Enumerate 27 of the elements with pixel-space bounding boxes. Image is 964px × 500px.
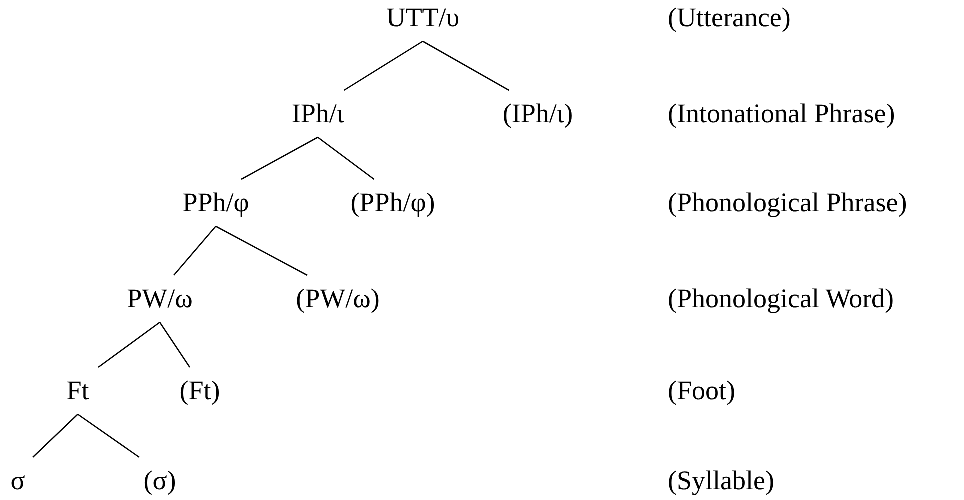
tree-branch-line bbox=[318, 136, 375, 180]
level-name: (Utterance) bbox=[668, 4, 791, 32]
tree-branch-line bbox=[241, 136, 318, 180]
node-label: (PW/ω) bbox=[296, 284, 380, 314]
tree-branch-line bbox=[216, 226, 308, 276]
node-label: σ bbox=[10, 466, 26, 496]
tree-branch-line bbox=[174, 226, 216, 276]
node-label: (PPh/φ) bbox=[350, 188, 436, 218]
tree-branch-line bbox=[159, 322, 191, 368]
tree-branch-line bbox=[344, 40, 424, 92]
node-label: (IPh/ι) bbox=[502, 98, 574, 128]
node-label: IPh/ι bbox=[292, 98, 344, 128]
tree-branch-line bbox=[78, 414, 140, 458]
level-name: (Foot) bbox=[668, 378, 736, 404]
level-name: (Phonological Word) bbox=[668, 286, 894, 312]
node-label: (σ) bbox=[144, 466, 176, 496]
level-name: (Syllable) bbox=[668, 468, 774, 494]
node-label: PW/ω bbox=[127, 284, 193, 314]
tree-branch-line bbox=[98, 322, 160, 368]
level-name: (Phonological Phrase) bbox=[668, 190, 908, 216]
node-label: (Ft) bbox=[180, 376, 220, 406]
tree-branch-line bbox=[32, 414, 78, 458]
node-label: PPh/φ bbox=[182, 188, 250, 218]
node-label: Ft bbox=[66, 376, 90, 406]
node-label: UTT/υ bbox=[386, 2, 460, 32]
tree-branch-line bbox=[422, 40, 510, 92]
level-name: (Intonational Phrase) bbox=[668, 100, 896, 128]
